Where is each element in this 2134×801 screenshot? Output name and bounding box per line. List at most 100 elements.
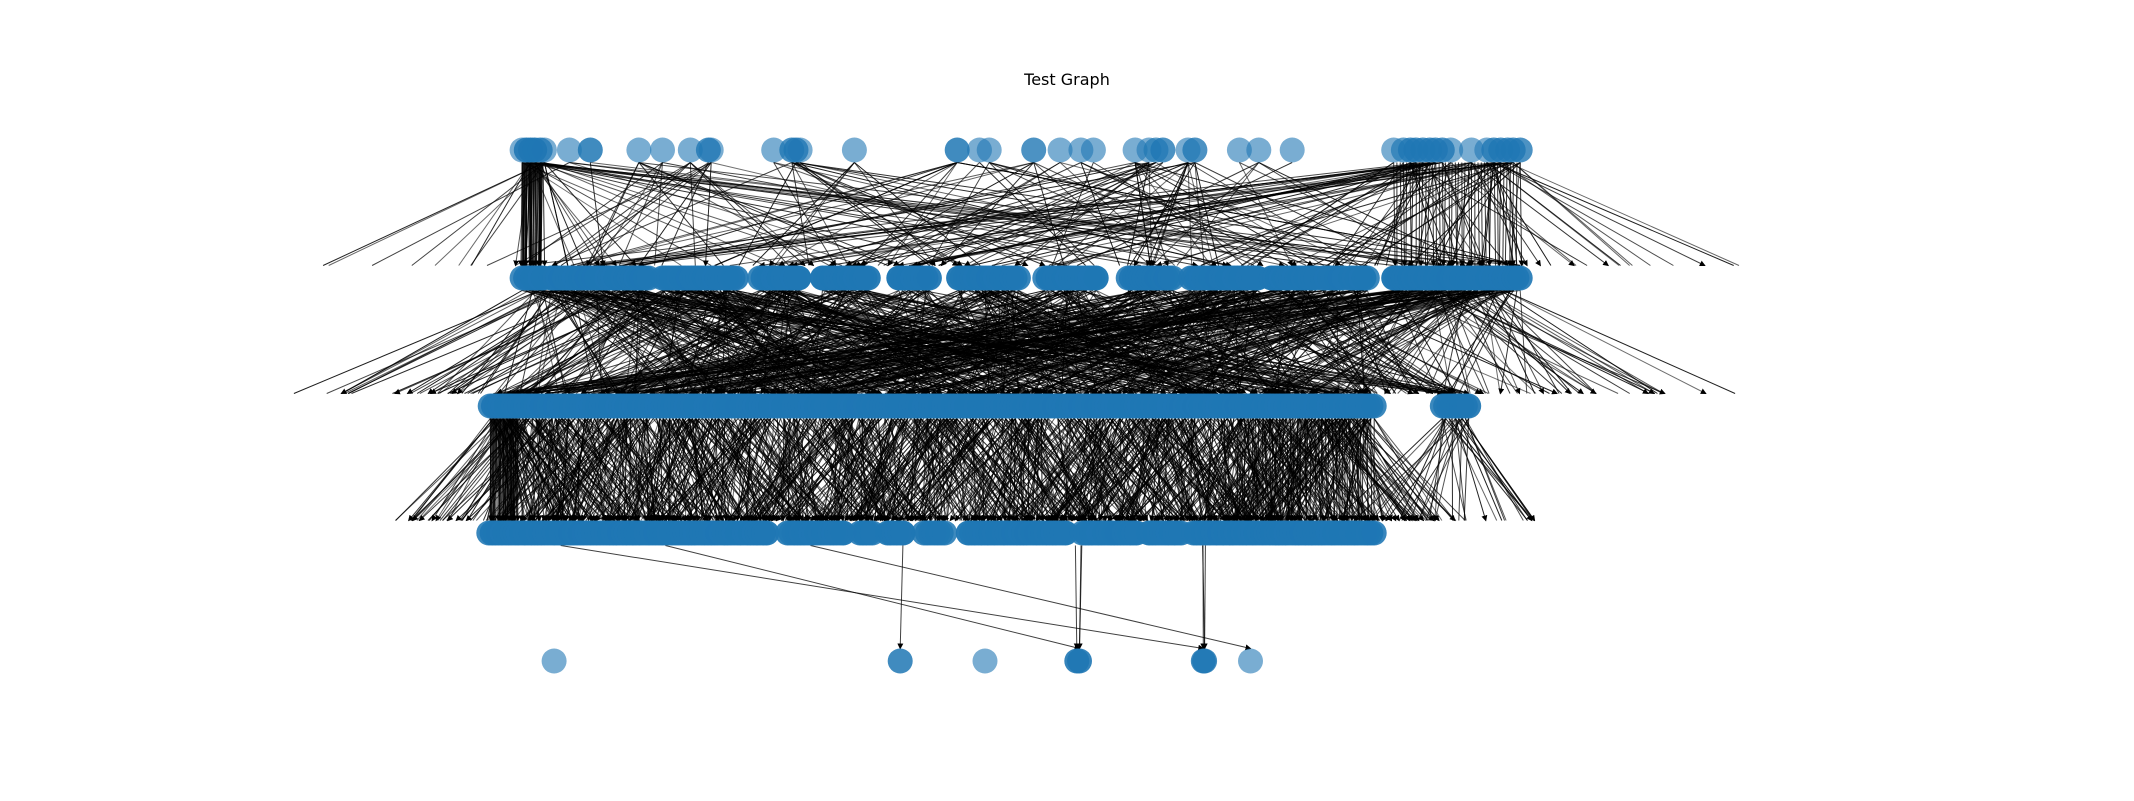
graph-node (1438, 137, 1464, 163)
graph-edge (1342, 290, 1408, 394)
graph-edge (878, 418, 945, 521)
graph-edge (521, 162, 766, 266)
graph-node (698, 137, 724, 163)
graph-edge (1456, 162, 1459, 266)
graph-edge (541, 162, 548, 267)
graph-edge (1301, 290, 1358, 394)
graph-edge (510, 418, 517, 522)
graph-edge (548, 418, 560, 522)
graph-edge (537, 290, 562, 394)
graph-edge (1500, 162, 1651, 266)
graph-edge (351, 290, 601, 394)
graph-edge (691, 418, 704, 521)
graph-edge (625, 290, 902, 394)
graph-edge (1011, 418, 1058, 522)
graph-edge (1178, 418, 1212, 521)
graph-edge (835, 418, 873, 521)
graph-edge (1270, 418, 1372, 521)
graph-edge (1493, 162, 1497, 266)
graph-edge (526, 162, 712, 266)
graph-edge (1188, 290, 1414, 394)
graph-edge (691, 290, 1248, 394)
graph-edge (920, 418, 981, 522)
graph-node (887, 648, 913, 674)
graph-node (577, 137, 603, 163)
graph-edge (542, 290, 567, 394)
graph-edge (1048, 418, 1072, 522)
graph-edge (1462, 162, 1466, 266)
graph-node (1354, 265, 1380, 291)
graph-node (944, 137, 970, 163)
graph-edge (1435, 162, 1438, 266)
graph-edge (1281, 418, 1284, 521)
graph-edge (699, 418, 742, 521)
graph-edge (1458, 418, 1503, 521)
graph-edge (914, 418, 958, 522)
graph-edge (576, 290, 610, 395)
graph-edge (649, 290, 734, 394)
graph-edge (1338, 418, 1341, 521)
graph-edge (1305, 418, 1309, 521)
graph-edge (1168, 418, 1226, 522)
graph-edge (991, 418, 1023, 521)
graph-edge (926, 418, 977, 521)
graph-edge (1385, 418, 1463, 522)
graph-edge (936, 418, 974, 522)
graph-edge (1073, 545, 1080, 650)
graph-node (890, 520, 916, 546)
graph-edge (1052, 418, 1130, 522)
graph-edge (522, 162, 526, 266)
graph-edge (638, 290, 1019, 394)
graph-edge (573, 290, 595, 394)
graph-node (932, 520, 958, 546)
graph-edge (952, 418, 1010, 521)
graph-node (1361, 520, 1387, 546)
graph-edge (1401, 162, 1408, 267)
graph-edge (1511, 162, 1515, 266)
graph-edge (984, 290, 990, 394)
graph-edge (1125, 418, 1157, 521)
graph-edge (509, 418, 620, 521)
graph-edge (957, 162, 1521, 266)
graph-edge (783, 418, 852, 521)
graph-edge (1176, 162, 1260, 266)
graph-edge (393, 290, 630, 395)
graph-edge (1031, 418, 1039, 521)
graph-edge (534, 162, 537, 266)
graph-edge (639, 418, 696, 521)
graph-edge (527, 290, 627, 394)
graph-edge (810, 545, 1252, 651)
graph-edge (1135, 290, 1232, 394)
graph-edge (946, 290, 1062, 395)
graph-edge (1247, 162, 1431, 266)
graph-edge (636, 418, 695, 521)
graph-edge (799, 162, 1286, 268)
graph-edge (1148, 162, 1152, 266)
graph-edge (1474, 290, 1521, 395)
graph-edge (1497, 162, 1499, 266)
graph-edge (603, 418, 663, 521)
graph-edge (1432, 418, 1443, 522)
graph-edge (662, 418, 729, 521)
graph-edge (794, 418, 853, 521)
graph-edge (1150, 162, 1189, 267)
graph-edge (1117, 418, 1147, 521)
graph-edge (649, 290, 1016, 396)
graph-edge (1068, 290, 1202, 394)
graph-edge (1319, 418, 1326, 522)
graph-edge (1353, 290, 1387, 394)
graph-edge (1344, 418, 1408, 521)
graph-edge (773, 418, 791, 522)
graph-edge (988, 290, 1195, 394)
graph-node (1150, 137, 1176, 163)
graph-node (855, 265, 881, 291)
graph-edge (1358, 418, 1365, 522)
graph-edge (970, 162, 1196, 266)
graph-edge (920, 162, 1157, 266)
graph-edge (570, 162, 1034, 266)
graph-edge (842, 418, 874, 522)
graph-edge (416, 290, 585, 394)
graph-edge (1405, 162, 1408, 266)
graph-edge (506, 418, 509, 521)
graph-edge (875, 418, 974, 522)
